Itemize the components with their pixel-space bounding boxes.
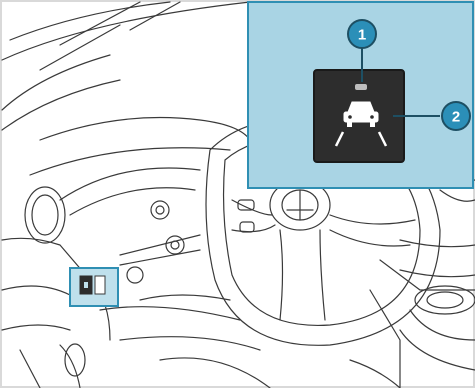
callout-2-number: 2 <box>452 109 460 126</box>
switch-button-right <box>95 276 105 294</box>
highlight-box <box>70 268 118 306</box>
lower-switch-highlight <box>70 268 118 306</box>
indicator-lamp <box>355 84 367 90</box>
callout-1-number: 1 <box>358 27 366 44</box>
detail-inset: 1 2 <box>248 2 473 188</box>
switch-symbol <box>84 282 88 288</box>
